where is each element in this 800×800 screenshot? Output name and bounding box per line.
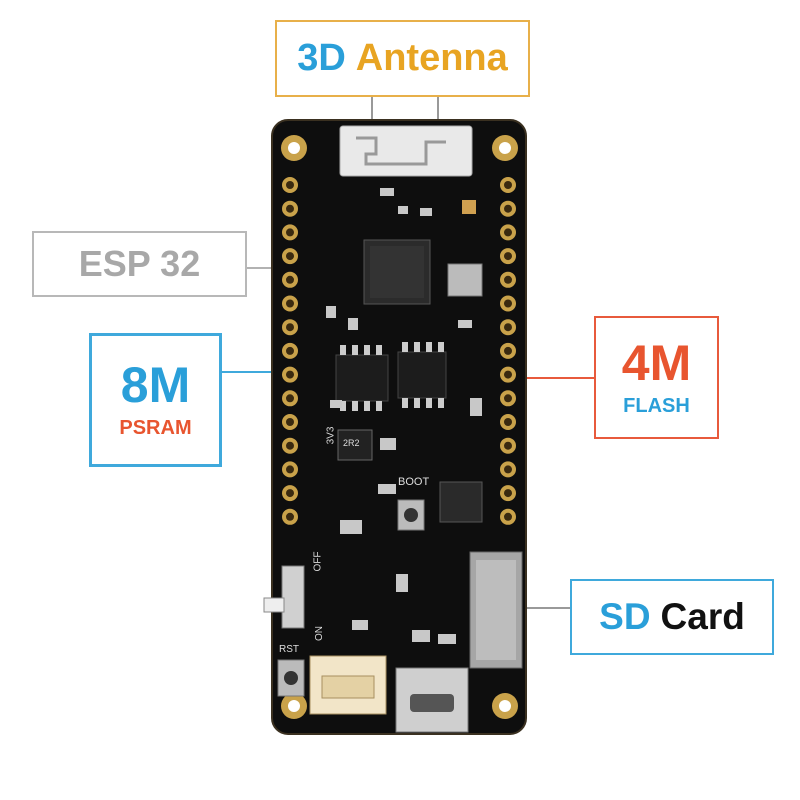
psram-name: PSRAM	[119, 417, 192, 439]
antenna-label-word: Antenna	[355, 37, 508, 79]
header-pin-hole	[286, 441, 294, 450]
header-pin-hole	[286, 299, 294, 308]
header-pin-hole	[504, 489, 512, 498]
header-pin-hole	[286, 252, 294, 261]
header-pin-hole	[286, 370, 294, 379]
crystal	[447, 263, 483, 297]
header-pin-hole	[504, 299, 512, 308]
header-pin-hole	[286, 204, 294, 213]
header-pin-hole	[504, 204, 512, 213]
header-pin-hole	[504, 512, 512, 521]
sd-label-word: Card	[660, 596, 745, 637]
header-pin-hole	[504, 252, 512, 261]
antenna-label-prefix: 3D	[297, 37, 346, 79]
silk-3v3: 3V3	[325, 426, 337, 445]
header-pin-hole	[286, 275, 294, 284]
header-pin-hole	[504, 228, 512, 237]
usb-serial-chip	[439, 481, 483, 523]
header-pin-hole	[504, 418, 512, 426]
header-pin-hole	[286, 228, 294, 237]
header-pin-hole	[286, 181, 294, 189]
header-pin-hole	[286, 394, 294, 403]
sd-label-prefix: SD	[599, 596, 651, 637]
header-pin-hole	[286, 512, 294, 521]
silk-inductor: 2R2	[343, 438, 360, 448]
header-pin-hole	[286, 323, 294, 332]
header-pin-hole	[286, 465, 294, 474]
header-pin-hole	[504, 370, 512, 379]
esp32-chip	[363, 239, 431, 305]
flash-name: FLASH	[623, 394, 690, 417]
header-pin-hole	[286, 489, 294, 498]
header-pin-hole	[504, 441, 512, 450]
esp32-label: ESP 32	[32, 231, 247, 297]
silk-boot: BOOT	[398, 476, 430, 488]
header-pin-hole	[504, 346, 512, 355]
header-pin-hole	[286, 418, 294, 426]
flash-label: 4M FLASH	[594, 316, 719, 439]
header-pin-hole	[504, 323, 512, 332]
header-pin-hole	[504, 465, 512, 474]
ufl-connector	[462, 200, 476, 214]
passive-components	[326, 188, 482, 644]
esp32-label-text: ESP 32	[78, 243, 201, 284]
header-pin-hole	[504, 275, 512, 284]
silk-rst: RST	[279, 644, 299, 655]
power-switch	[281, 565, 305, 629]
flash-size: 4M	[621, 334, 692, 391]
silk-on: ON	[314, 626, 325, 641]
flash-chip	[397, 342, 447, 408]
pin-header-right	[500, 177, 516, 525]
header-pin-hole	[286, 346, 294, 355]
silk-off: OFF	[312, 551, 324, 572]
pin-header-left	[282, 177, 298, 525]
psram-chip	[335, 345, 389, 411]
antenna-component	[339, 125, 473, 177]
header-pin-hole	[504, 394, 512, 403]
psram-label: 8M PSRAM	[89, 333, 222, 467]
psram-size: 8M	[120, 357, 191, 413]
inductor	[337, 429, 373, 461]
header-pin-hole	[504, 181, 512, 189]
